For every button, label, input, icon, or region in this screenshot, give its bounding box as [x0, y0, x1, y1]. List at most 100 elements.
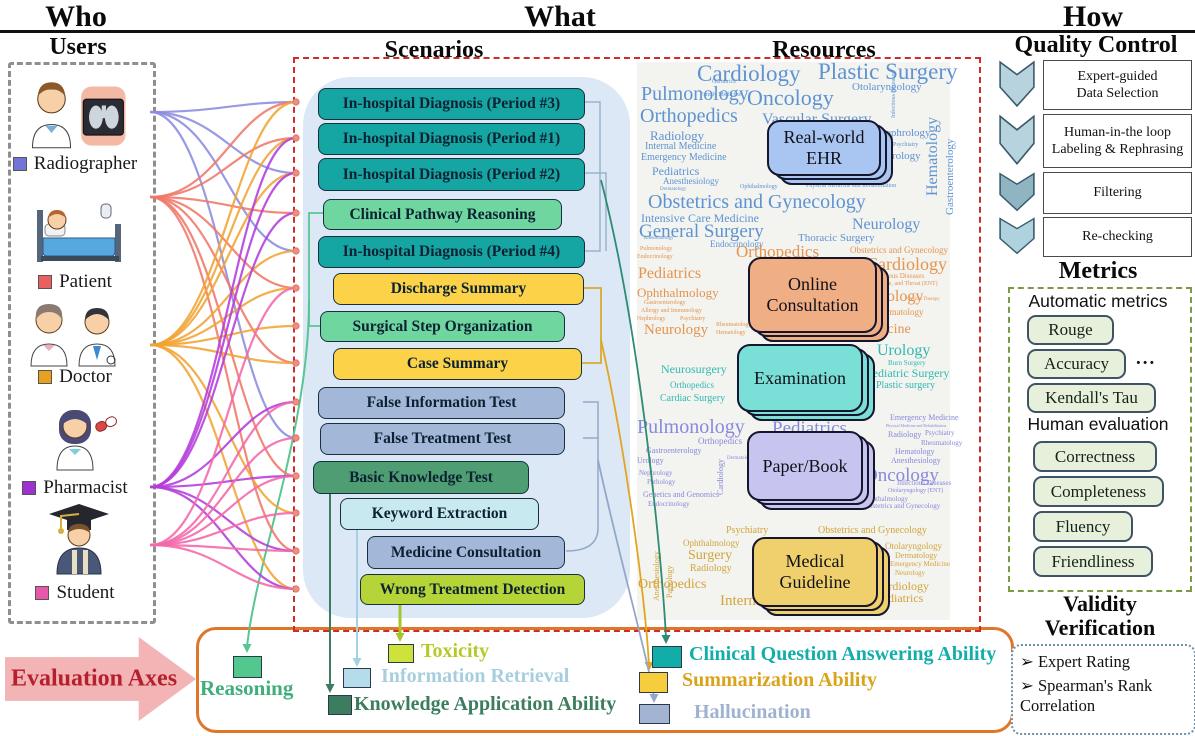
user-color-swatch	[12, 157, 27, 171]
resource-box-paper-book: Paper/Book	[747, 431, 863, 501]
wordcloud-word: Gastroenterology	[644, 300, 686, 306]
wordcloud-word: Otolaryngology	[885, 541, 942, 551]
quality-step-box: Re-checking	[1043, 217, 1192, 257]
legend-swatch-clinical-qa	[652, 646, 682, 668]
connection-line	[149, 136, 297, 199]
wordcloud-word: Hematology	[895, 447, 935, 456]
scenario-box: False Treatment Test	[320, 423, 565, 455]
wordcloud-word: Dermatology	[895, 551, 938, 560]
human-evaluation-label: Human evaluation	[1027, 414, 1169, 434]
section-header-users: Users	[49, 34, 107, 60]
connection-node-dot	[292, 547, 300, 555]
legend-label-hallucination: Hallucination	[694, 701, 811, 723]
resource-box-label: EHR	[806, 148, 842, 168]
metric-chip: Rouge	[1027, 315, 1114, 345]
connection-line	[149, 249, 297, 347]
connection-line	[149, 136, 297, 347]
wordcloud-word: Psychiatry	[726, 525, 769, 536]
legend-swatch-hallucination	[639, 704, 670, 724]
resource-box-label: Online	[788, 274, 837, 295]
scenario-box: In-hospital Diagnosis (Period #4)	[318, 236, 585, 268]
connection-line	[246, 299, 310, 648]
connection-line	[149, 436, 297, 547]
connection-node-dot	[292, 247, 300, 255]
quality-step-label: Labeling & Rephrasing	[1051, 142, 1184, 157]
connection-line	[149, 136, 297, 489]
connection-node-dot	[292, 434, 300, 442]
scenario-box: Keyword Extraction	[340, 498, 539, 530]
user-icon-wrap	[14, 196, 144, 266]
scenario-box: Discharge Summary	[333, 273, 584, 305]
scenario-box: In-hospital Diagnosis (Period #3)	[318, 88, 585, 120]
quality-step-box: Filtering	[1043, 172, 1192, 214]
wordcloud-word: Surgery	[688, 548, 733, 563]
legend-swatch-summarization	[639, 672, 668, 693]
wordcloud-word: Emergency Medicine	[890, 560, 950, 568]
wordcloud-word: Oncology	[747, 85, 834, 110]
wordcloud-word: Pathology	[647, 478, 676, 486]
wordcloud-word: Pediatrics	[652, 164, 700, 178]
wordcloud-word: Family Medicine	[700, 92, 742, 98]
wordcloud-word: Orthopedics	[670, 380, 714, 390]
wordcloud-word: Emergency Medicine	[641, 152, 727, 163]
connection-line	[149, 100, 297, 347]
wordcloud-word: Endocrinology	[710, 239, 764, 249]
connection-line	[149, 543, 297, 553]
quality-step-label: Re-checking	[1082, 229, 1153, 245]
metrics-panel-border	[1008, 287, 1192, 592]
wordcloud-word: Emergency Medicine	[890, 413, 959, 422]
wordcloud-word: Infectious Diseases	[897, 479, 952, 487]
user-name: Radiographer	[33, 153, 138, 174]
wordcloud-word: Plastic surgery	[876, 380, 935, 391]
legend-label-summarization: Summarization Ability	[682, 669, 878, 691]
connection-line	[149, 343, 297, 591]
connection-node-dot	[292, 322, 300, 330]
legend-swatch-reasoning	[233, 656, 262, 678]
wordcloud-word: Orthopedics	[698, 436, 742, 446]
user-icon-wrap	[14, 300, 144, 372]
user-color-swatch	[38, 370, 53, 384]
user-name: Pharmacist	[43, 477, 128, 498]
wordcloud-word: Endocrinology	[637, 254, 673, 260]
pharmacist-icon	[56, 410, 118, 471]
section-header-metrics: Metrics	[1058, 258, 1138, 284]
scenario-box: Basic Knowledge Test	[313, 461, 529, 494]
scenario-box: Surgical Step Organization	[320, 311, 565, 342]
user-color-swatch	[22, 481, 37, 495]
wordcloud-word: Radiology	[650, 128, 705, 143]
wordcloud-word: Cardiology	[697, 61, 801, 86]
user-legend-student: Student	[4, 582, 146, 604]
wordcloud-word: Physical Medicine and Rehabilitation	[886, 423, 947, 428]
metric-chip: Friendliness	[1033, 546, 1153, 577]
scenario-box: False Information Test	[318, 387, 565, 419]
wordcloud-word: Nephrology	[878, 127, 931, 139]
scenario-box: In-hospital Diagnosis (Period #1)	[318, 123, 585, 155]
connection-line	[149, 485, 297, 591]
resource-box-label: Paper/Book	[762, 455, 848, 476]
connection-line	[149, 110, 297, 440]
connection-line	[149, 543, 297, 591]
connection-line	[149, 474, 297, 489]
connection-line	[149, 400, 297, 547]
user-legend-doctor: Doctor	[4, 366, 146, 388]
wordcloud-word: Gastroenterology	[646, 446, 702, 455]
connection-line	[149, 474, 297, 547]
connection-node-dot	[292, 134, 300, 142]
metric-chip: Completeness	[1033, 476, 1164, 507]
user-name: Student	[56, 582, 115, 603]
wordcloud-word: Pediatric Surgery	[866, 366, 950, 380]
resource-box-label: Medical	[785, 551, 845, 572]
wordcloud-word: Obstetrics and Gynecology	[648, 191, 866, 213]
connection-line	[149, 100, 297, 199]
resource-box-label: Real-world	[783, 127, 865, 148]
wordcloud-word: Cardiology	[866, 254, 947, 274]
quality-step-chevron-icon	[998, 60, 1036, 113]
wordcloud-word: Rheumatology	[716, 322, 752, 328]
scenario-box: In-hospital Diagnosis (Period #2)	[318, 158, 585, 191]
wordcloud-word: Anesthesiology	[663, 176, 719, 186]
user-legend-patient: Patient	[4, 271, 146, 293]
connection-node-dot	[292, 359, 300, 367]
